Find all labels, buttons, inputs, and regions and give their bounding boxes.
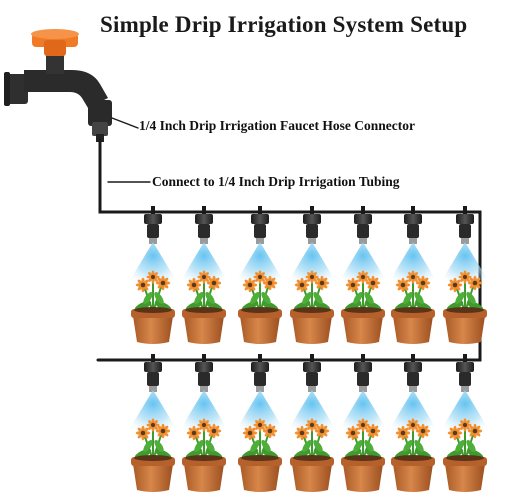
sprinkler-unit [180,354,228,492]
flower-pot [238,455,282,492]
water-spray [180,242,228,288]
flower-plant [134,418,172,461]
sprinkler-nozzle [303,214,321,244]
flower-pot [391,455,435,492]
sprinkler-unit [129,206,177,344]
sprinkler-nozzle [456,214,474,244]
water-spray [441,242,489,288]
sprinkler-unit [129,354,177,492]
sprinkler-unit [288,206,336,344]
page-title: Simple Drip Irrigation System Setup [100,12,468,37]
faucet-handle [31,29,79,56]
flower-pot [341,307,385,344]
sprinkler-nozzle [195,214,213,244]
faucet-inlet-thread [4,72,10,106]
stake [411,354,415,364]
stake [202,206,206,216]
tubing-label: Connect to 1/4 Inch Drip Irrigation Tubi… [152,174,400,189]
water-spray [236,242,284,288]
stake [463,354,467,364]
flower-pot [182,455,226,492]
stake [310,354,314,364]
flower-pot [391,307,435,344]
flower-pot [290,455,334,492]
tubing [96,117,482,362]
flower-plant [134,270,172,313]
water-spray [288,390,336,436]
sprinkler-unit [441,206,489,344]
sprinkler-nozzle [303,362,321,392]
water-spray [236,390,284,436]
stake [361,206,365,216]
faucet [4,29,112,142]
lower-row [129,354,489,492]
sprinkler-unit [389,354,437,492]
water-spray [339,390,387,436]
flower-pot [290,307,334,344]
flower-pot [341,455,385,492]
faucet-body [24,70,108,108]
faucet-label-leader [111,117,139,129]
sprinkler-unit [288,354,336,492]
sprinkler-nozzle [354,362,372,392]
flower-pot [443,307,487,344]
faucet-stem [46,52,64,74]
sprinkler-nozzle [404,362,422,392]
water-spray [180,390,228,436]
upper-row [129,206,489,344]
sprinkler-unit [441,354,489,492]
sprinkler-unit [339,354,387,492]
flower-pot [238,307,282,344]
stake [258,206,262,216]
sprinkler-nozzle [251,362,269,392]
sprinkler-nozzle [456,362,474,392]
sprinkler-nozzle [144,362,162,392]
water-spray [288,242,336,288]
water-spray [129,242,177,288]
sprinkler-unit [339,206,387,344]
flower-plant [344,270,382,313]
stake [361,354,365,364]
stake [411,206,415,216]
sprinkler-unit [180,206,228,344]
flower-pot [443,455,487,492]
water-spray [389,242,437,288]
flower-pot [131,455,175,492]
flower-pot [182,307,226,344]
stake [151,206,155,216]
sprinkler-nozzle [251,214,269,244]
sprinkler-nozzle [354,214,372,244]
water-spray [441,390,489,436]
sprinkler-nozzle [404,214,422,244]
water-spray [339,242,387,288]
faucet-inlet [6,74,28,104]
stake [258,354,262,364]
flower-pot [131,307,175,344]
water-spray [389,390,437,436]
water-spray [129,390,177,436]
faucet-spout [88,100,112,126]
stake [151,354,155,364]
sprinkler-nozzle [144,214,162,244]
stake [463,206,467,216]
flower-plant [293,418,331,461]
hose-connector [92,122,108,136]
faucet-connector-label: 1/4 Inch Drip Irrigation Faucet Hose Con… [139,118,415,133]
sprinkler-unit [236,354,284,492]
stake [202,354,206,364]
sprinkler-unit [236,206,284,344]
sprinkler-unit [389,206,437,344]
sprinkler-nozzle [195,362,213,392]
stake [310,206,314,216]
tubing-main-line [96,138,482,362]
flower-plant [241,270,279,313]
